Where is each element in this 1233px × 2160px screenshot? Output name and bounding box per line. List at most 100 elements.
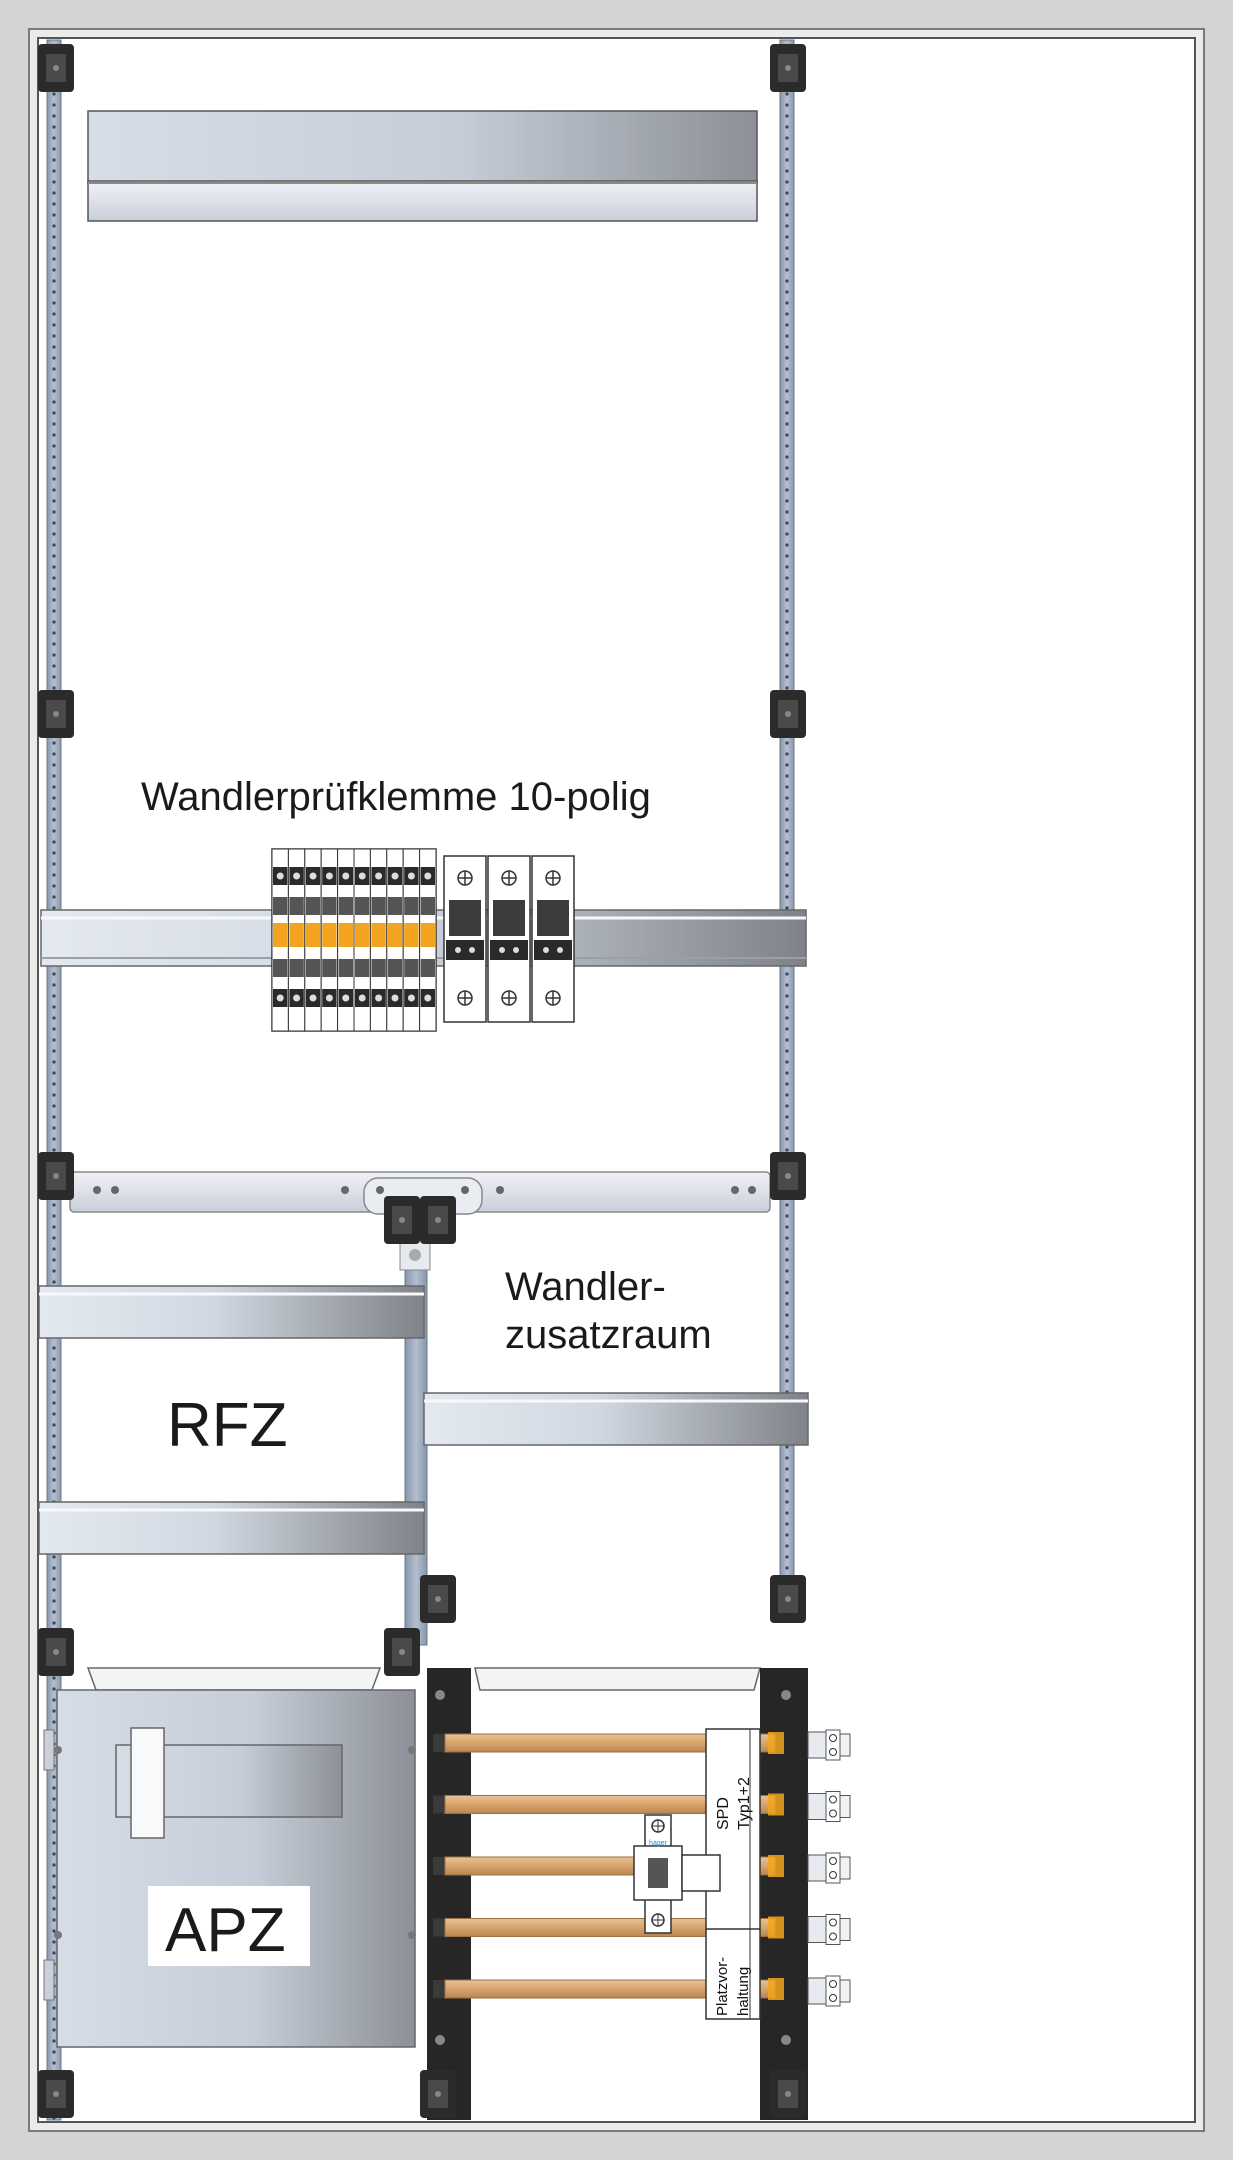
profile-hole bbox=[52, 510, 56, 514]
profile-hole bbox=[785, 444, 789, 448]
profile-hole bbox=[52, 1698, 56, 1702]
profile-hole bbox=[785, 972, 789, 976]
mounting-clip-screw bbox=[785, 1596, 791, 1602]
profile-hole bbox=[785, 312, 789, 316]
spd-label: SPD bbox=[715, 1797, 732, 1830]
profile-hole bbox=[785, 191, 789, 195]
terminal-screw-head bbox=[342, 994, 350, 1002]
profile-hole bbox=[52, 1874, 56, 1878]
profile-hole bbox=[785, 510, 789, 514]
profile-hole bbox=[52, 279, 56, 283]
terminal-screw-head bbox=[424, 994, 432, 1002]
profile-hole bbox=[52, 1060, 56, 1064]
mounting-clip-screw bbox=[435, 1596, 441, 1602]
profile-hole bbox=[52, 1269, 56, 1273]
profile-hole bbox=[52, 301, 56, 305]
profile-hole bbox=[52, 565, 56, 569]
profile-hole bbox=[785, 224, 789, 228]
terminal-screw-head bbox=[375, 872, 383, 880]
terminal-link-top bbox=[404, 897, 419, 915]
profile-hole bbox=[52, 1775, 56, 1779]
terminal-screw-head bbox=[358, 872, 366, 880]
terminal-screw-head bbox=[391, 994, 399, 1002]
profile-hole bbox=[785, 257, 789, 261]
profile-hole bbox=[785, 807, 789, 811]
mounting-clip-screw bbox=[785, 65, 791, 71]
profile-1 bbox=[46, 39, 62, 2121]
profile-hole bbox=[52, 829, 56, 833]
rfz-label: RFZ bbox=[167, 1391, 288, 1460]
profile-hole bbox=[52, 576, 56, 580]
mounting-clip-screw bbox=[435, 2091, 441, 2097]
mounting-clip-screw bbox=[785, 1173, 791, 1179]
busbar-screw bbox=[781, 1690, 791, 1700]
profile-hole bbox=[785, 389, 789, 393]
fuse-link-dot bbox=[455, 947, 461, 953]
profile-hole bbox=[52, 2039, 56, 2043]
terminal-disconnect-slider bbox=[387, 923, 403, 947]
profile-hole bbox=[52, 224, 56, 228]
mounting-clip-screw bbox=[53, 1173, 59, 1179]
profile-hole bbox=[785, 1511, 789, 1515]
profile-hole bbox=[785, 345, 789, 349]
profile-hole bbox=[785, 114, 789, 118]
profile-hole bbox=[785, 290, 789, 294]
profile-hole bbox=[52, 356, 56, 360]
terminal-screw-head bbox=[309, 994, 317, 1002]
rfz-rail-1 bbox=[38, 1285, 425, 1339]
outgoing-terminal-screw bbox=[829, 1748, 837, 1756]
outgoing-terminal-tip bbox=[839, 1979, 851, 2003]
profile-hole bbox=[52, 862, 56, 866]
profile-hole bbox=[52, 444, 56, 448]
busbar-end-cap bbox=[768, 1978, 784, 2000]
mcb-brand-text: hager bbox=[649, 1840, 668, 1847]
profile-hole bbox=[785, 587, 789, 591]
outgoing-terminal-screw bbox=[829, 1795, 837, 1804]
terminal-link-top bbox=[371, 897, 386, 915]
profile-hole bbox=[52, 2006, 56, 2010]
outgoing-terminal-screw bbox=[829, 1932, 837, 1941]
profile-hole bbox=[52, 1797, 56, 1801]
profile-hole bbox=[52, 1082, 56, 1086]
profile-hole bbox=[52, 1027, 56, 1031]
profile-hole bbox=[52, 521, 56, 525]
profile-hole bbox=[52, 1379, 56, 1383]
profile-hole bbox=[785, 1346, 789, 1350]
profile-hole bbox=[785, 1544, 789, 1548]
profile-hole bbox=[52, 1390, 56, 1394]
terminal-link-bottom bbox=[355, 959, 370, 977]
profile-hole bbox=[52, 664, 56, 668]
terminal-link-bottom bbox=[289, 959, 304, 977]
profile-hole bbox=[52, 1786, 56, 1790]
profile-hole bbox=[52, 1203, 56, 1207]
profile-hole bbox=[52, 1126, 56, 1130]
profile-hole bbox=[785, 1489, 789, 1493]
terminal-screw-head bbox=[424, 872, 432, 880]
outgoing-terminal-tip bbox=[839, 1795, 851, 1818]
profile-hole bbox=[52, 1830, 56, 1834]
profile-hole bbox=[52, 1841, 56, 1845]
profile-hole bbox=[52, 1577, 56, 1581]
profile-hole bbox=[52, 1346, 56, 1350]
profile-hole bbox=[52, 389, 56, 393]
profile-hole bbox=[52, 422, 56, 426]
profile-hole bbox=[52, 488, 56, 492]
fuse-link-dot bbox=[499, 947, 505, 953]
transformer-space-rail bbox=[423, 1392, 809, 1446]
profile-hole bbox=[52, 268, 56, 272]
profile-hole bbox=[785, 1093, 789, 1097]
mounting-clip-screw bbox=[53, 2091, 59, 2097]
profile-hole bbox=[785, 1071, 789, 1075]
profile-hole bbox=[52, 1863, 56, 1867]
reserve-label: Platzvor- bbox=[714, 1957, 731, 2016]
profile-hole bbox=[785, 1467, 789, 1471]
transformer-space-line-1: Wandler- bbox=[505, 1265, 666, 1309]
profile-hole bbox=[52, 147, 56, 151]
profile-hole bbox=[785, 1258, 789, 1262]
profile-hole bbox=[52, 411, 56, 415]
profile-hole bbox=[785, 785, 789, 789]
profile-hole bbox=[785, 598, 789, 602]
profile-hole bbox=[52, 1896, 56, 1900]
profile-hole bbox=[785, 653, 789, 657]
transformer-space-label: Wandler- zusatzraum bbox=[505, 1263, 712, 1359]
